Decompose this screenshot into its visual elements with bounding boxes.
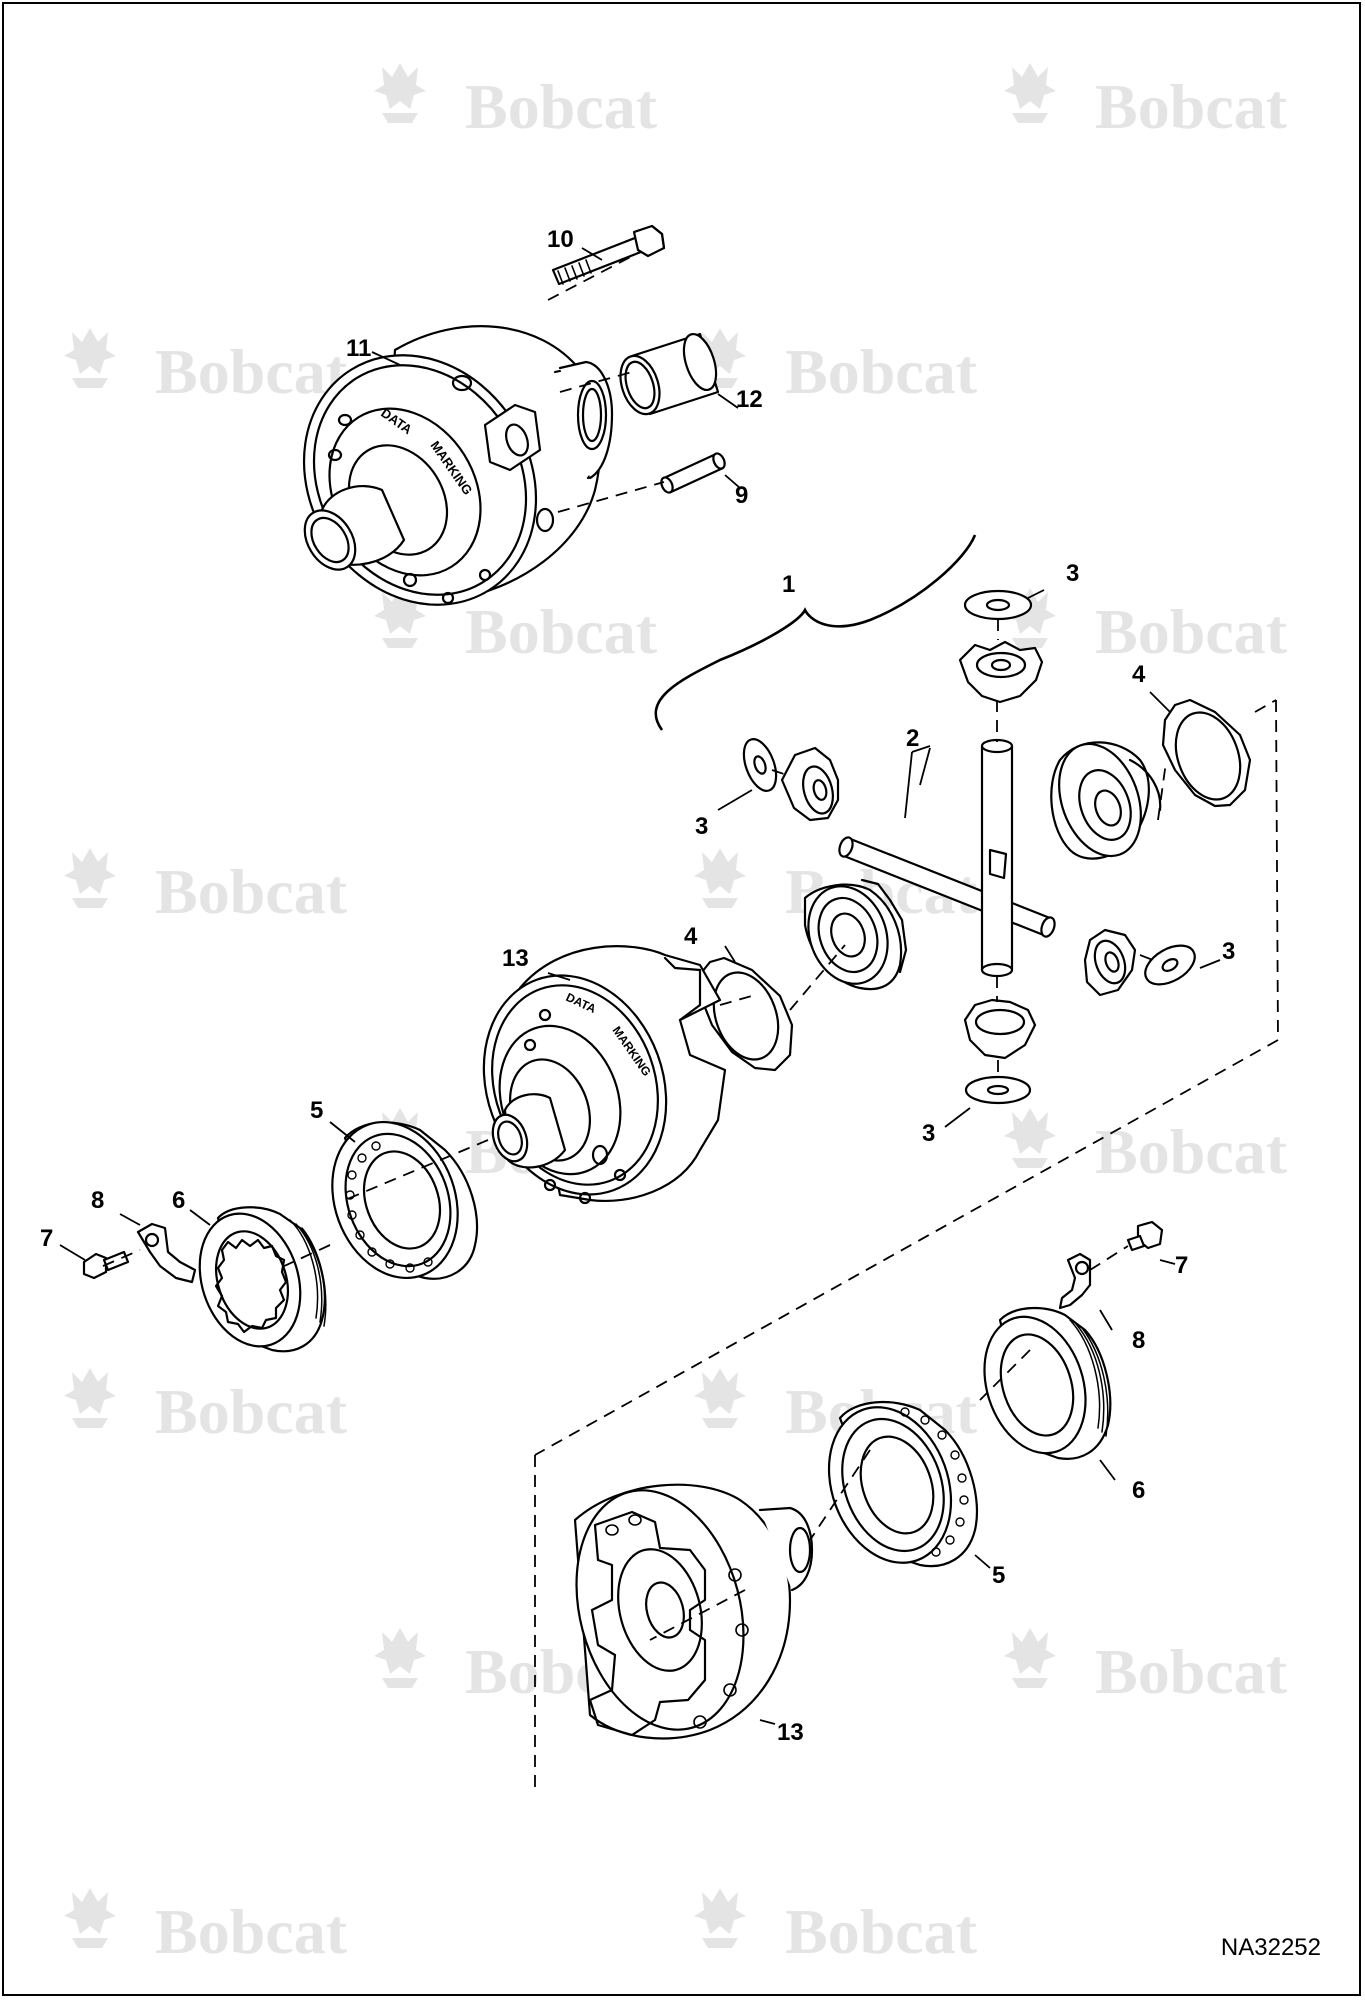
watermark-text-15: Bobcat — [155, 1896, 348, 1967]
callout-4-right: 4 — [1132, 661, 1146, 688]
side-gear-right — [1050, 741, 1162, 860]
assembly-bracket-callout-1 — [654, 534, 977, 731]
watermark-logo-3 — [64, 328, 116, 388]
leader-lines — [59, 247, 1221, 1725]
assembly-lines — [102, 251, 1279, 1795]
watermark-text-10: Bobcat — [1095, 1116, 1288, 1187]
callout-3-left: 3 — [695, 813, 709, 840]
differential-housing-part-13-upper — [482, 945, 727, 1205]
thrust-washer-part-3-right — [1144, 944, 1196, 986]
callout-3-top: 3 — [1066, 560, 1080, 587]
thrust-washer-part-3-left — [742, 738, 778, 792]
watermark-logo-8 — [694, 848, 746, 908]
watermark-logo-13 — [374, 1628, 426, 1688]
watermark-text-5: Bobcat — [465, 596, 658, 667]
callout-8-right: 8 — [1132, 1327, 1146, 1354]
watermark-text-3: Bobcat — [155, 336, 348, 407]
watermark-text-7: Bobcat — [155, 856, 348, 927]
callout-12: 12 — [736, 386, 763, 413]
watermark-logo-16 — [694, 1888, 746, 1948]
pinion-gear-top — [958, 640, 1044, 704]
differential-housing-part-13-lower — [573, 1483, 814, 1740]
watermark-logo-10 — [1004, 1108, 1056, 1168]
callout-3-bottom: 3 — [922, 1120, 936, 1147]
watermark-text-16: Bobcat — [785, 1896, 978, 1967]
lock-bracket-part-8-right — [1058, 1252, 1092, 1310]
pinion-gear-right — [1083, 928, 1137, 997]
callout-5-left: 5 — [310, 1097, 324, 1124]
callout-6-left: 6 — [172, 1187, 186, 1214]
callout-13-mid: 13 — [502, 945, 529, 972]
watermark-text-14: Bobcat — [1095, 1636, 1288, 1707]
callout-8-left: 8 — [91, 1187, 105, 1214]
watermark-logo-1 — [374, 63, 426, 123]
callout-13-lower: 13 — [777, 1719, 804, 1746]
thrust-washer-part-4-right — [1161, 698, 1252, 808]
callout-4-left: 4 — [684, 923, 698, 950]
watermark-logo-12 — [694, 1368, 746, 1428]
adjuster-nut-part-6-right — [983, 1306, 1112, 1460]
callout-6-right: 6 — [1132, 1477, 1146, 1504]
callout-1: 1 — [782, 571, 796, 598]
watermark-text-11: Bobcat — [155, 1376, 348, 1447]
watermark-text-4: Bobcat — [785, 336, 978, 407]
watermark-logo-15 — [64, 1888, 116, 1948]
callout-3-right: 3 — [1222, 938, 1236, 965]
watermark-text-6: Bobcat — [1095, 596, 1288, 667]
watermark-logo-7 — [64, 848, 116, 908]
watermark-logo-2 — [1004, 63, 1056, 123]
assembled-differential-part-11 — [302, 325, 614, 606]
watermark-logo-14 — [1004, 1628, 1056, 1688]
lock-bracket-part-8-left — [136, 1222, 197, 1284]
thrust-washer-part-4-left — [698, 956, 794, 1072]
capscrew-part-7-left — [82, 1250, 130, 1280]
bearing-part-5-left — [331, 1120, 479, 1280]
capscrew-part-7-right — [1126, 1220, 1164, 1252]
callout-7-right: 7 — [1175, 1252, 1189, 1279]
watermark-text-1: Bobcat — [465, 71, 658, 142]
bolt-part-10 — [551, 224, 666, 286]
cross-shaft-part-2 — [838, 738, 1056, 978]
adjuster-nut-part-6-left — [198, 1206, 327, 1353]
callout-11: 11 — [346, 335, 372, 362]
thrust-washer-part-3-top — [963, 589, 1033, 621]
watermark-text-2: Bobcat — [1095, 71, 1288, 142]
callout-5-right: 5 — [992, 1562, 1006, 1589]
callout-2: 2 — [906, 725, 920, 752]
figure-id: NA32252 — [1220, 1934, 1321, 1961]
bearing-part-5-right — [827, 1400, 979, 1568]
watermark-logo-11 — [64, 1368, 116, 1428]
callout-10: 10 — [547, 226, 574, 253]
callout-7-left: 7 — [40, 1225, 54, 1252]
pinion-gear-left — [780, 746, 840, 822]
pin-part-9 — [660, 452, 726, 494]
thrust-washer-part-3-bottom — [964, 1075, 1032, 1105]
pinion-gear-bottom — [963, 998, 1037, 1060]
sleeve-part-12 — [619, 332, 720, 416]
callout-9: 9 — [735, 482, 749, 509]
